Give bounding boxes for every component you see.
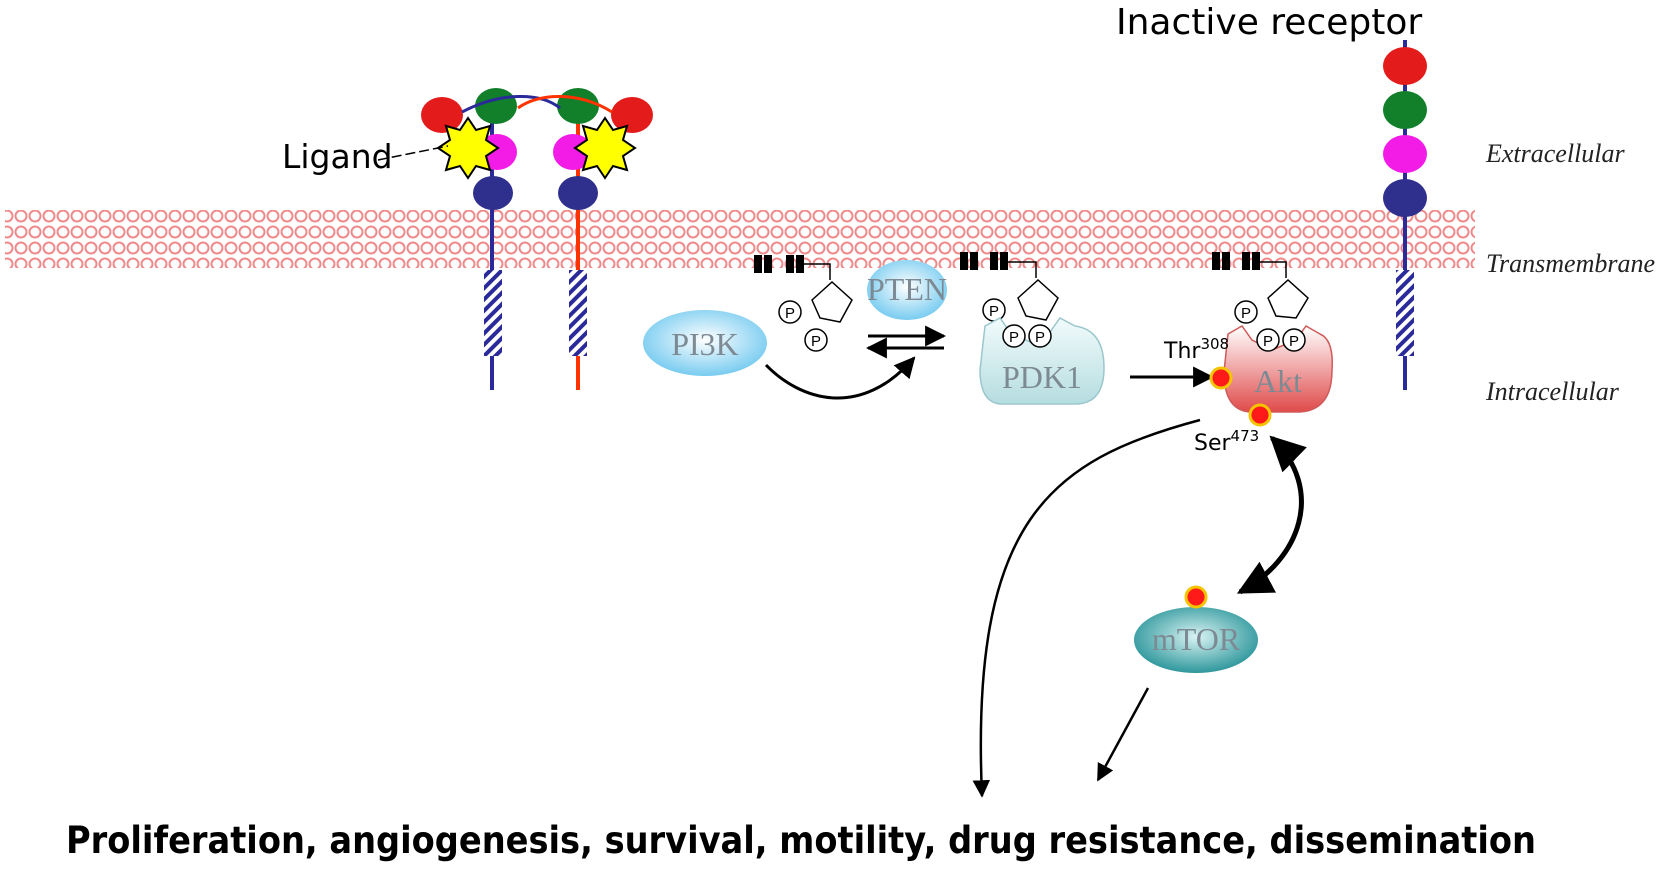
active-receptor-1 <box>421 88 517 390</box>
svg-text:P: P <box>1035 329 1045 346</box>
ser473-site <box>1248 403 1272 427</box>
akt-phospho-b: P <box>1282 328 1306 352</box>
pdk1-phospho-a: P <box>1002 324 1026 348</box>
pip3-lipid-2 <box>960 252 1059 321</box>
akt-outcome-arrow <box>972 418 1201 798</box>
pip3-lipid-3 <box>1212 252 1309 319</box>
dimer-linker <box>461 94 613 114</box>
svg-text:PI3K: PI3K <box>671 326 739 362</box>
pip3-phospho-1b: P <box>804 328 828 352</box>
intracellular-label: Intracellular <box>1485 377 1620 406</box>
svg-text:P: P <box>811 333 821 350</box>
ligand-label: Ligand <box>282 137 393 176</box>
svg-text:P: P <box>1263 333 1273 350</box>
pten-protein: PTEN <box>867 260 947 320</box>
svg-text:Akt: Akt <box>1254 363 1302 399</box>
ligand-pointer <box>377 145 449 161</box>
pip3-phospho-2a: P <box>982 298 1006 322</box>
thr308-site <box>1209 366 1233 390</box>
svg-text:P: P <box>989 303 999 320</box>
mtor-protein: mTOR <box>1134 607 1258 673</box>
inactive-receptor-label: Inactive receptor <box>1116 2 1422 43</box>
pdk1-phospho-b: P <box>1028 324 1052 348</box>
pip3-phospho-3a: P <box>1234 300 1258 324</box>
extracellular-label: Extracellular <box>1485 139 1626 168</box>
svg-text:PDK1: PDK1 <box>1002 359 1082 395</box>
outcome-text: Proliferation, angiogenesis, survival, m… <box>66 819 1536 862</box>
svg-text:PTEN: PTEN <box>867 271 947 307</box>
mtor-outcome-arrow <box>1096 687 1150 782</box>
mtor-phospho-site <box>1184 585 1208 609</box>
pip3-phospho-1a: P <box>778 300 802 324</box>
thr308-label: Thr308 <box>1163 335 1229 364</box>
svg-text:P: P <box>1241 305 1251 322</box>
pi3k-protein: PI3K <box>643 310 767 376</box>
svg-text:P: P <box>1009 329 1019 346</box>
akt-phospho-a: P <box>1256 328 1280 352</box>
svg-text:mTOR: mTOR <box>1152 621 1241 657</box>
ligand-2-star <box>573 116 637 180</box>
svg-text:P: P <box>1289 333 1299 350</box>
pi3k-catalysis-arrow <box>764 356 916 400</box>
pip3-lipid-1 <box>754 255 853 323</box>
svg-text:P: P <box>785 305 795 322</box>
ligand-1-star <box>436 116 500 180</box>
akt-protein: Akt <box>1223 325 1333 413</box>
akt-mtor-arrow <box>1236 435 1307 595</box>
ser473-label: Ser473 <box>1194 427 1259 456</box>
inactive-receptor <box>1383 40 1427 390</box>
transmembrane-label: Transmembrane <box>1486 249 1655 278</box>
active-receptor-2 <box>553 88 653 390</box>
